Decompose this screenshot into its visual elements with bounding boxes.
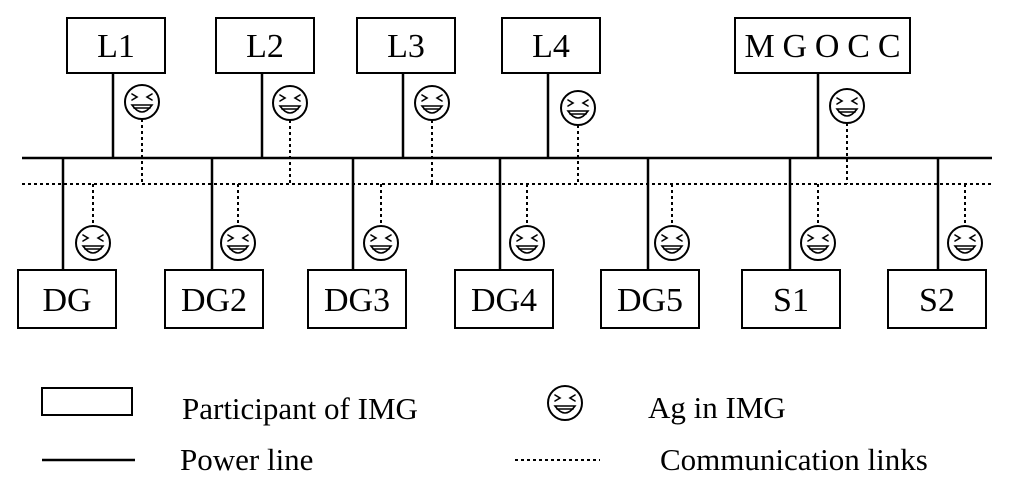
node-label: DG	[42, 282, 91, 319]
node-label: DG3	[324, 282, 390, 319]
agent-icon	[547, 385, 583, 421]
node-layer: L1 L2 L3 L4 MGOCC DG DG2 DG3 DG4 DG5 S1 S2	[17, 17, 987, 329]
node-label: DG5	[617, 282, 683, 319]
agent-icon	[829, 88, 865, 124]
agent-icon	[654, 225, 690, 261]
agent-icon	[509, 225, 545, 261]
node-label: MGOCC	[745, 28, 901, 65]
legend-agent-icon	[547, 385, 583, 421]
node-dg4: DG4	[454, 158, 554, 329]
agent-icon	[414, 85, 450, 121]
node-box	[164, 269, 264, 329]
node-box	[887, 269, 987, 329]
node-l2: L2	[215, 17, 315, 184]
node-label: DG4	[471, 282, 537, 319]
node-s1: S1	[741, 158, 841, 329]
legend: Participant of IMG Ag in IMG Power line …	[41, 385, 928, 477]
node-box	[501, 17, 601, 74]
node-l3: L3	[356, 17, 456, 184]
node-box	[356, 17, 456, 74]
node-label: L1	[97, 28, 135, 65]
node-box	[66, 17, 166, 74]
node-dg5: DG5	[600, 158, 700, 329]
node-dg3: DG3	[307, 158, 407, 329]
agent-icon	[363, 225, 399, 261]
node-dg2: DG2	[164, 158, 264, 329]
node-label: L3	[387, 28, 425, 65]
agent-icon	[124, 84, 160, 120]
legend-agent-label: Ag in IMG	[648, 390, 786, 425]
node-label: L2	[246, 28, 284, 65]
node-label: S1	[773, 282, 809, 319]
node-l4: L4	[501, 17, 601, 184]
agent-icon	[560, 90, 596, 126]
legend-participant-label: Participant of IMG	[182, 391, 418, 426]
node-l1: L1	[66, 17, 166, 184]
node-box	[454, 269, 554, 329]
node-label: S2	[919, 282, 955, 319]
agent-icon	[947, 225, 983, 261]
legend-power-label: Power line	[180, 442, 313, 477]
legend-comm-label: Communication links	[660, 442, 928, 477]
node-box	[215, 17, 315, 74]
node-label: DG2	[181, 282, 247, 319]
node-box	[600, 269, 700, 329]
node-s2: S2	[887, 158, 987, 329]
node-label: L4	[532, 28, 570, 65]
node-box	[307, 269, 407, 329]
node-box	[741, 269, 841, 329]
agent-icon	[800, 225, 836, 261]
agent-icon	[75, 225, 111, 261]
node-box	[734, 17, 911, 74]
agent-icon	[272, 85, 308, 121]
node-box	[17, 269, 117, 329]
agent-icon	[220, 225, 256, 261]
node-dg1: DG	[17, 158, 117, 329]
node-mgocc: MGOCC	[734, 17, 911, 184]
legend-participant-symbol	[41, 387, 133, 416]
